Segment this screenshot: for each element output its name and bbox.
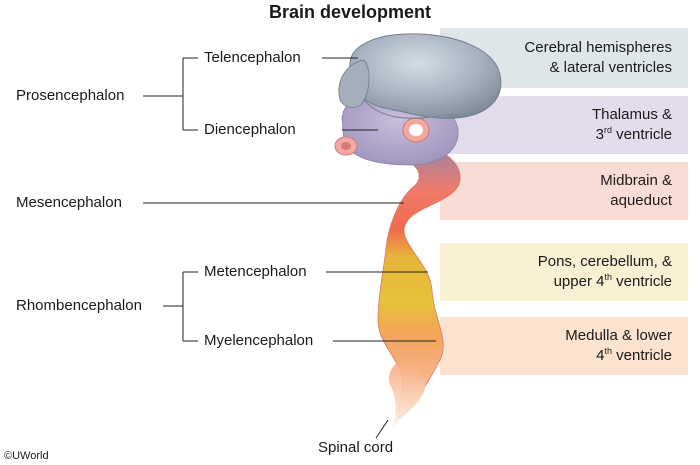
band-text: 3rd ventricle [596,125,672,145]
band-text-rest: ventricle [611,126,672,143]
band-text-superscript: th [604,272,612,282]
band-pons-cerebellum: Pons, cerebellum, & upper 4th ventricle [440,243,688,301]
band-text-number: 3 [595,126,604,143]
label-prosencephalon: Prosencephalon [16,87,125,104]
band-text-rest: ventricle [611,347,672,364]
band-text: Pons, cerebellum, & [537,253,672,270]
band-midbrain: Midbrain & aqueduct [440,162,688,220]
third-ventricle-opening-inner [409,124,423,136]
diagram-title: Brain development [268,2,432,22]
label-telencephalon: Telencephalon [204,49,301,66]
spinal-cord-tip [388,360,426,428]
label-spinal-cord: Spinal cord [318,439,394,456]
band-text: upper 4th ventricle [554,272,672,292]
band-text-superscript: th [604,346,612,356]
label-mesencephalon: Mesencephalon [16,194,122,211]
label-metencephalon: Metencephalon [204,263,307,280]
label-rhombencephalon: Rhombencephalon [16,297,142,314]
band-text-prefix: upper 4 [553,273,605,290]
band-text: & lateral ventricles [549,59,672,76]
band-text: aqueduct [610,192,672,209]
band-medulla: Medulla & lower 4th ventricle [440,317,688,375]
band-text: Medulla & lower [565,327,672,344]
band-text: Cerebral hemispheres [524,39,672,56]
band-text-number: 4 [596,347,605,364]
telencephalon-fold [357,89,459,119]
leader-spinal-cord [375,419,389,439]
band-text: 4th ventricle [596,346,672,366]
telencephalon-lobe [338,59,370,108]
band-text: Midbrain & [600,172,672,189]
band-text-superscript: rd [603,125,612,135]
band-text: Thalamus & [591,106,672,123]
label-diencephalon: Diencephalon [204,121,296,138]
label-myelencephalon: Myelencephalon [204,332,314,349]
optic-vesicle-inner [341,142,351,150]
telencephalon-shape [349,33,502,119]
band-text-rest: ventricle [611,273,672,290]
copyright-text: ©UWorld [4,450,49,462]
